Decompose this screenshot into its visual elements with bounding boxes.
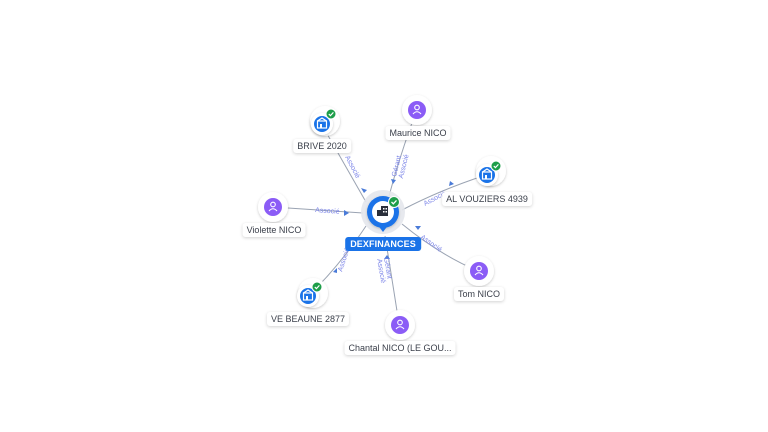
center-node[interactable] xyxy=(361,190,405,234)
node-alvouziers[interactable] xyxy=(476,156,506,186)
arrow-vebeaune xyxy=(333,268,337,273)
node-label-alvouziers[interactable]: AL VOUZIERS 4939 xyxy=(442,192,532,206)
person-icon xyxy=(412,104,422,115)
person-icon xyxy=(474,265,484,276)
verified-check-icon xyxy=(311,281,323,293)
node-maurice[interactable] xyxy=(402,95,432,125)
building-icon xyxy=(302,289,314,301)
center-node-label[interactable]: DEXFINANCES xyxy=(345,237,421,251)
building-icon xyxy=(316,117,328,129)
edge-label-violette: Associé xyxy=(315,207,340,216)
edge-brive xyxy=(321,124,367,203)
verified-check-icon xyxy=(490,160,502,172)
arrow-chantal xyxy=(384,255,390,259)
node-label-brive[interactable]: BRIVE 2020 xyxy=(293,139,351,153)
edge-label-chantal: GérantAssocié xyxy=(375,257,393,284)
arrow-alvouziers xyxy=(449,181,454,186)
verified-check-icon xyxy=(388,196,400,208)
arrow-violette xyxy=(344,210,349,216)
arrow-tom xyxy=(415,226,421,230)
building-icon xyxy=(481,168,493,180)
node-label-violette[interactable]: Violette NICO xyxy=(242,223,306,237)
node-tom[interactable] xyxy=(464,256,494,286)
edge-label-line: Gérant xyxy=(382,257,393,279)
edge-label-tom: Associé xyxy=(419,234,443,254)
node-label-maurice[interactable]: Maurice NICO xyxy=(385,126,451,140)
node-chantal[interactable] xyxy=(385,310,415,340)
node-brive[interactable] xyxy=(310,106,340,136)
arrow-brive xyxy=(361,188,367,193)
arrow-maurice xyxy=(391,179,396,184)
edge-arrows xyxy=(333,179,454,273)
edge-label-line: Gérant xyxy=(391,155,403,178)
person-icon xyxy=(268,201,278,212)
node-label-chantal[interactable]: Chantal NICO (LE GOU... xyxy=(344,341,456,355)
node-label-vebeaune[interactable]: VE BEAUNE 2877 xyxy=(266,312,350,326)
node-violette[interactable] xyxy=(258,192,288,222)
company-icon xyxy=(377,206,388,216)
node-vebeaune[interactable] xyxy=(297,278,328,308)
person-icon xyxy=(395,319,405,330)
node-label-tom[interactable]: Tom NICO xyxy=(453,287,505,301)
edge-label-line: Associé xyxy=(375,258,386,283)
verified-check-icon xyxy=(325,108,337,120)
